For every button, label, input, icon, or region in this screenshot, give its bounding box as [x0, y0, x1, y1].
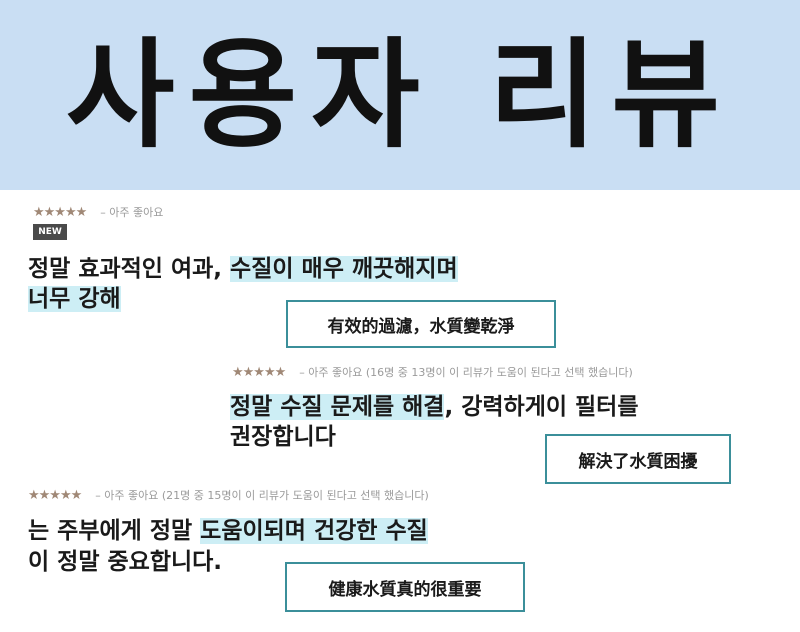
translation-note-2: 解決了水質困擾 [545, 434, 731, 484]
star-rating-icon: ★★★★★ [33, 204, 87, 220]
new-badge: NEW [33, 224, 67, 240]
page-title: 사용자 리뷰 [66, 26, 734, 164]
review-2-meta: ★★★★★ – 아주 좋아요 (16명 중 13명이 이 리뷰가 도움이 된다고… [232, 364, 633, 380]
review-text: 이 정말 중요합니다. [28, 549, 223, 575]
review-3-line-2: 이 정말 중요합니다. [28, 547, 222, 577]
review-meta-text: – 아주 좋아요 (21명 중 15명이 이 리뷰가 도움이 된다고 선택 했습… [95, 489, 429, 502]
star-rating-icon: ★★★★★ [232, 364, 286, 380]
review-highlight: 너무 강해 [28, 286, 121, 312]
review-3-line-1: 는 주부에게 정말 도움이되며 건강한 수질 [28, 516, 428, 546]
review-2-line-1: 정말 수질 문제를 해결, 강력하게이 필터를 [230, 392, 639, 422]
review-highlight: 정말 수질 문제를 해결 [230, 394, 445, 420]
review-text: , 강력하게이 필터를 [444, 394, 639, 420]
review-text: 는 주부에게 정말 [28, 518, 201, 544]
header-banner: 사용자 리뷰 [0, 0, 800, 190]
review-text: 권장합니다 [230, 424, 336, 450]
review-1-meta: ★★★★★ – 아주 좋아요 [33, 204, 163, 220]
review-highlight: 도움이되며 건강한 수질 [200, 518, 428, 544]
review-highlight: 수질이 매우 깨끗해지며 [230, 256, 458, 282]
review-3-meta: ★★★★★ – 아주 좋아요 (21명 중 15명이 이 리뷰가 도움이 된다고… [28, 487, 429, 503]
review-text: 정말 효과적인 여과, [28, 256, 231, 282]
translation-note-1: 有效的過濾，水質變乾淨 [286, 300, 556, 348]
review-1-line-1: 정말 효과적인 여과, 수질이 매우 깨끗해지며 [28, 254, 458, 284]
review-1-line-2: 너무 강해 [28, 284, 121, 314]
translation-note-3: 健康水質真的很重要 [285, 562, 525, 612]
review-2-line-2: 권장합니다 [230, 422, 336, 452]
review-meta-text: – 아주 좋아요 (16명 중 13명이 이 리뷰가 도움이 된다고 선택 했습… [299, 366, 633, 379]
star-rating-icon: ★★★★★ [28, 487, 82, 503]
review-meta-text: – 아주 좋아요 [100, 206, 164, 219]
